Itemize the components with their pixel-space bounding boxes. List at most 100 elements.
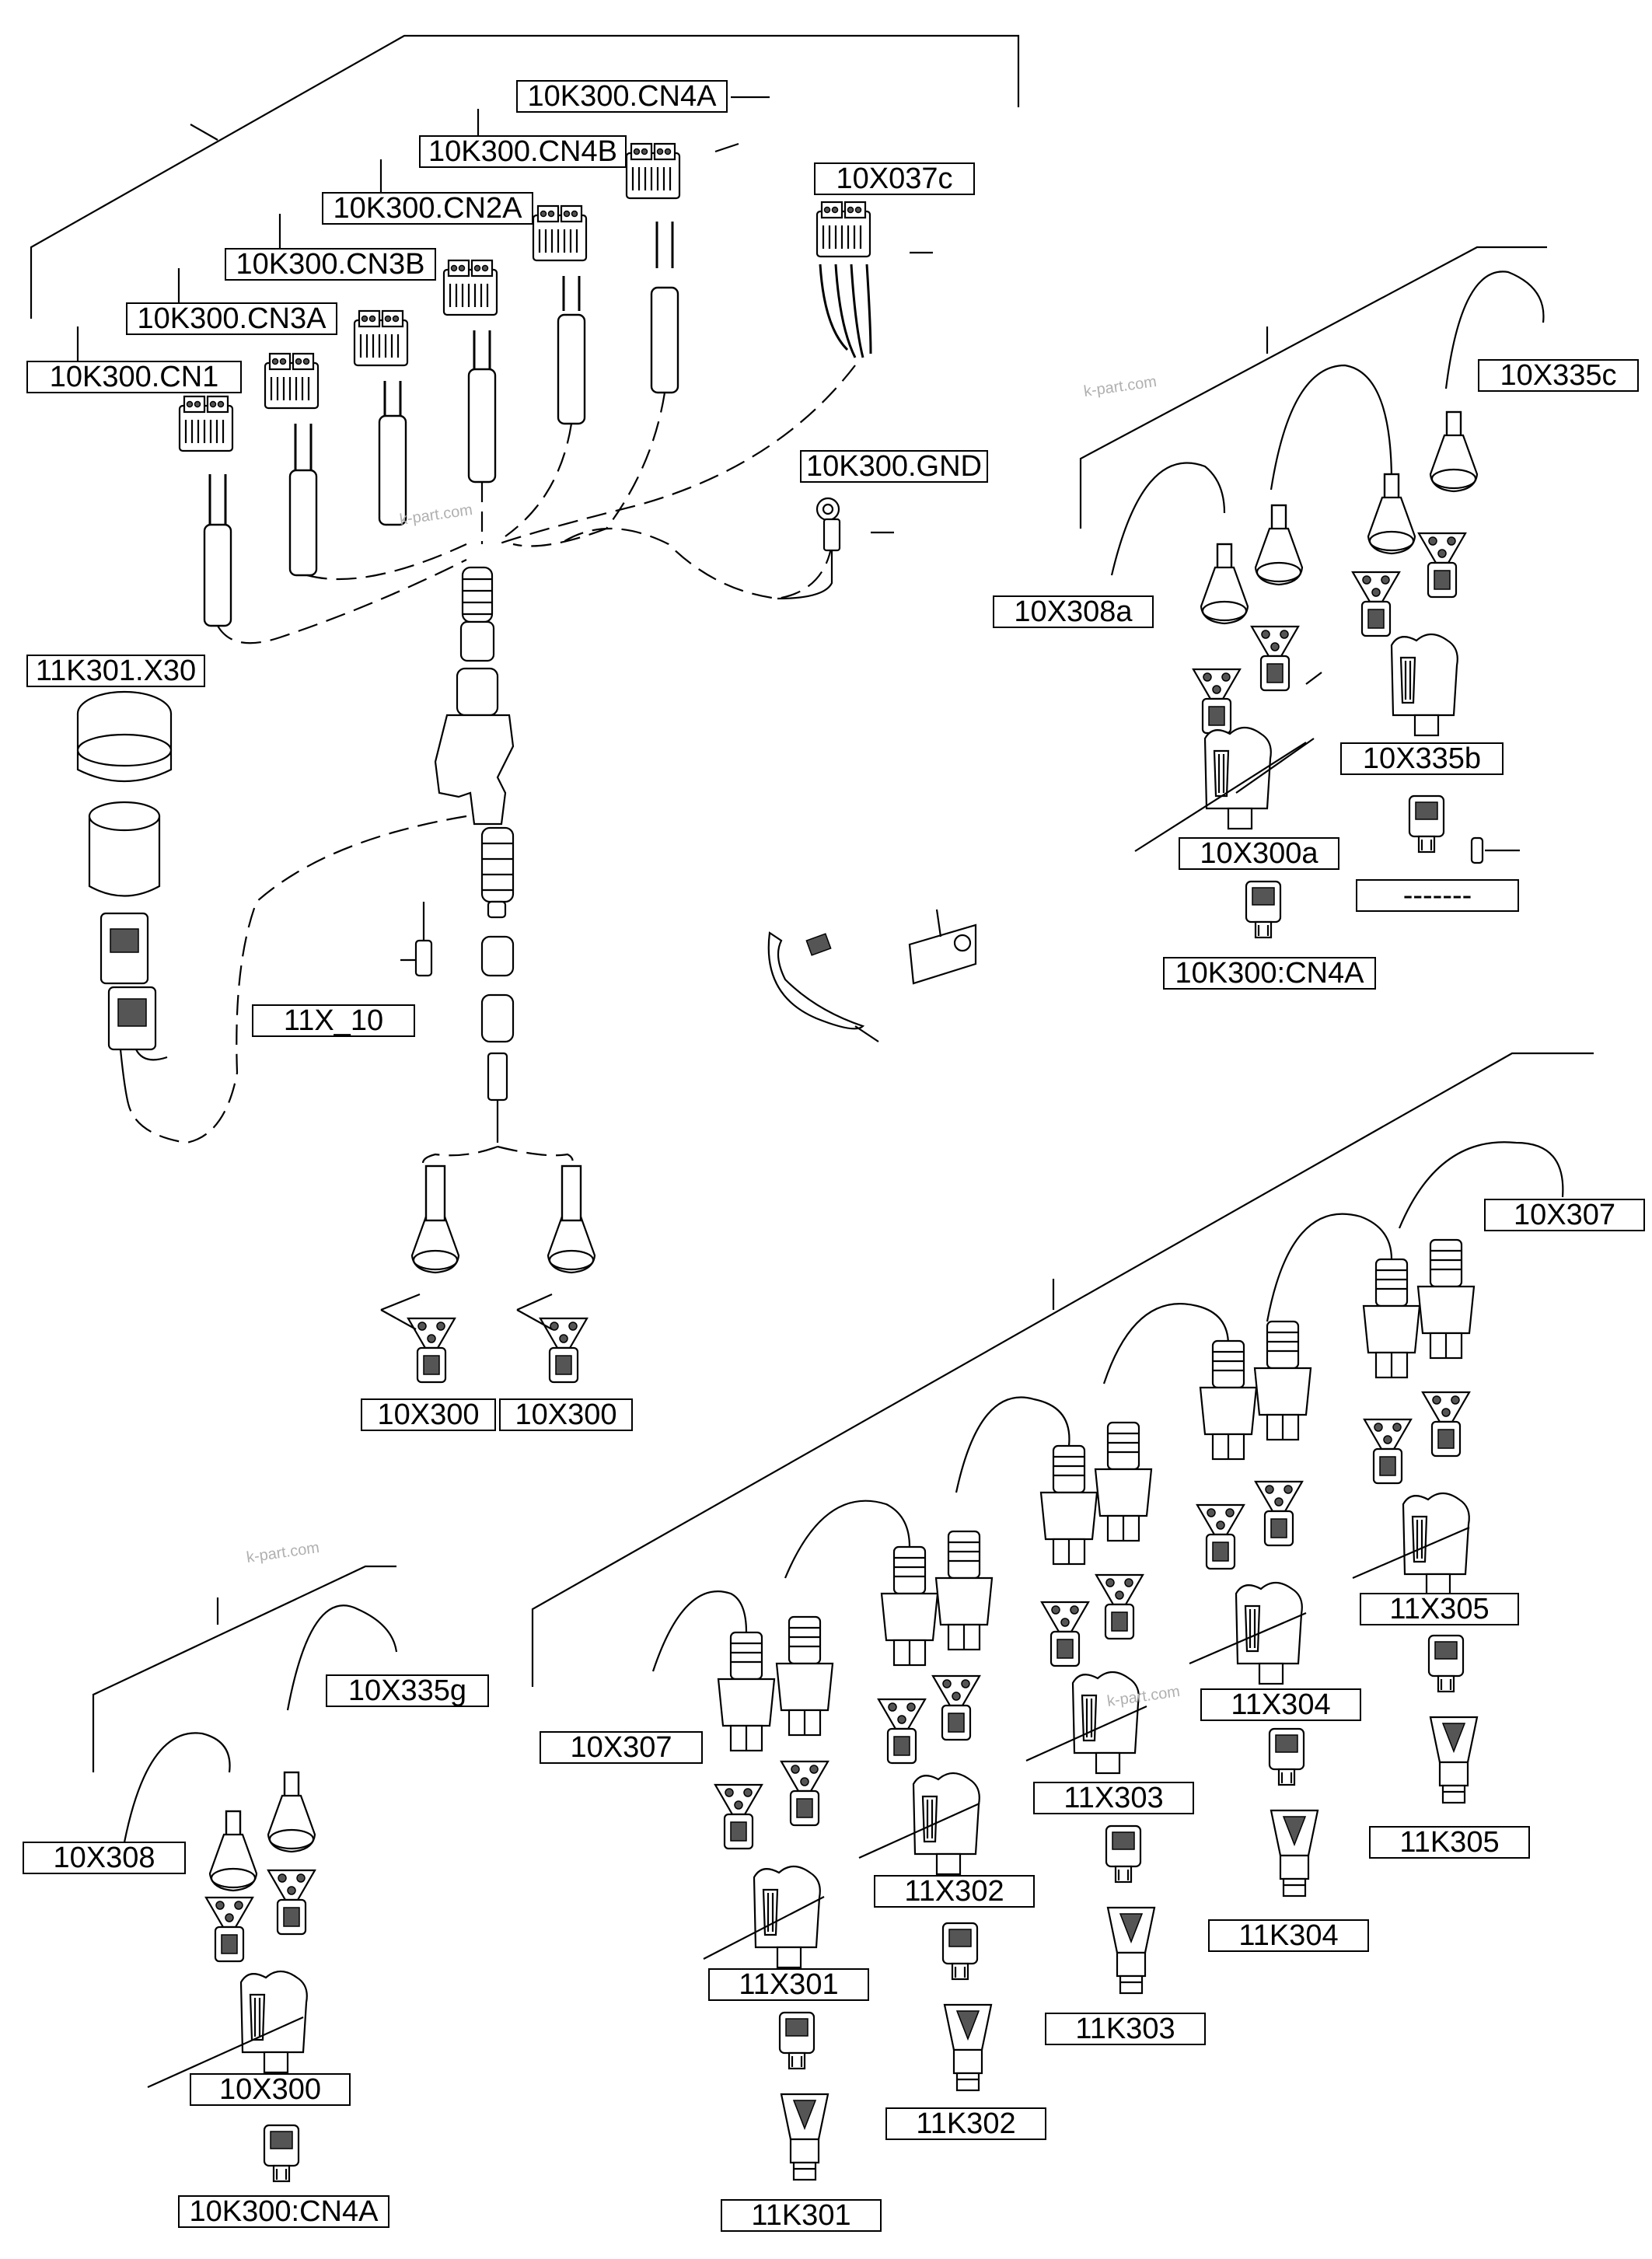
label-text: 10X037c xyxy=(836,162,952,195)
leader-lines xyxy=(76,96,933,534)
label-box xyxy=(326,1674,489,1707)
label-x308: 10X308 xyxy=(23,1842,186,1874)
label-k300-cn4a-bottom: 10K300:CN4A xyxy=(178,2195,389,2228)
label-x300-bottom: 10X300 xyxy=(190,2073,351,2106)
label-text: 10K300.GND xyxy=(806,450,982,483)
housing-11x301 xyxy=(753,1865,821,1969)
label-text: 10K300.CN3A xyxy=(138,302,327,335)
label-text: 10K300.CN3B xyxy=(236,248,425,281)
connector-cn3a xyxy=(264,352,320,410)
label-text: 10X300 xyxy=(377,1398,479,1431)
label-x335b: 10X335b xyxy=(1340,742,1504,775)
label-k302: 11K302 xyxy=(885,2107,1046,2140)
label-dashes: ------- xyxy=(1356,879,1519,912)
triplug-b9 xyxy=(1363,1418,1413,1485)
connector-x037c xyxy=(816,201,871,258)
watermarks: k-part.com k-part.com k-part.com k-part.… xyxy=(246,373,1182,1710)
label-text: 10K300.CN4B xyxy=(428,135,617,168)
plug-10x300-b xyxy=(539,1317,589,1384)
triplug-b1 xyxy=(714,1783,763,1850)
right-bottom-group xyxy=(531,1052,1594,2181)
label-box xyxy=(225,248,436,281)
label-k300-gnd: 10K300.GND xyxy=(800,450,988,483)
label-text: 10X300 xyxy=(219,2073,321,2106)
label-x305: 11X305 xyxy=(1360,1593,1519,1625)
label-box xyxy=(190,2073,351,2106)
label-text: 11X_10 xyxy=(284,1004,383,1037)
housing-10x300a xyxy=(1203,726,1272,830)
label-text: 10X300 xyxy=(515,1398,616,1431)
label-box xyxy=(1033,1782,1194,1814)
label-k300-cn1: 10K300.CN1 xyxy=(26,361,242,393)
label-k301: 11K301 xyxy=(721,2199,882,2232)
label-text: 10X300a xyxy=(1200,837,1318,870)
label-x300a: 10X300a xyxy=(1179,837,1339,870)
main-harness-bracket xyxy=(30,34,1020,319)
label-x308a: 10X308a xyxy=(993,595,1154,628)
label-box xyxy=(361,1398,496,1431)
sensor-11k305 xyxy=(1429,1716,1479,1804)
label-box xyxy=(322,192,533,225)
label-k300-cn3a: 10K300.CN3A xyxy=(126,302,337,335)
label-k304: 11K304 xyxy=(1208,1919,1369,1952)
label-text: 10X335b xyxy=(1363,742,1481,775)
bellplug-right-1 xyxy=(1200,543,1249,625)
triplug-b7 xyxy=(1196,1503,1245,1570)
plug-11x305 xyxy=(1427,1634,1465,1693)
label-text: 11K302 xyxy=(916,2107,1015,2140)
label-k303: 11K303 xyxy=(1045,2013,1206,2045)
part-labels: 10K300.CN4A 10K300.CN4B 10K300.CN2A 10K300.… xyxy=(23,80,1645,2232)
label-x300-b: 10X300 xyxy=(499,1398,633,1431)
label-box xyxy=(516,80,728,113)
adapter-7 xyxy=(1199,1339,1258,1461)
triplug-b10 xyxy=(1421,1391,1471,1458)
plug-10x335b xyxy=(1408,794,1445,854)
label-text: 11K301.X30 xyxy=(36,655,196,687)
right-top-group xyxy=(1079,246,1547,939)
label-text: 11K304 xyxy=(1238,1919,1338,1952)
plug-11x301 xyxy=(778,2011,816,2070)
label-text: 10K300:CN4A xyxy=(190,2195,379,2228)
label-text: 11K301 xyxy=(751,2199,850,2232)
label-k300-cn2a: 10K300.CN2A xyxy=(322,192,533,225)
label-text: 11K305 xyxy=(1399,1826,1499,1859)
bellplug-10x335g xyxy=(267,1771,316,1853)
cable-tie xyxy=(767,931,865,1030)
bellplug-10x308 xyxy=(208,1810,258,1892)
label-box xyxy=(540,1731,703,1764)
label-text: 10K300.CN4A xyxy=(528,80,718,113)
adapter-1 xyxy=(717,1631,776,1752)
main-harness-group xyxy=(30,34,1020,1384)
triplug-b4 xyxy=(931,1674,981,1741)
label-box xyxy=(26,655,205,687)
label-box xyxy=(1179,837,1339,870)
adapter-2 xyxy=(775,1615,834,1737)
housing-10x335b xyxy=(1390,633,1458,737)
label-box xyxy=(1208,1919,1369,1952)
label-text: 11K303 xyxy=(1075,2013,1175,2045)
triplug-b8 xyxy=(1254,1480,1304,1547)
label-x-10: 11X_10 xyxy=(252,1004,415,1037)
label-k300-cn4a-right: 10K300:CN4A xyxy=(1163,957,1376,990)
label-box xyxy=(23,1842,186,1874)
sensor-11k304 xyxy=(1270,1809,1319,1898)
label-text: 10X335c xyxy=(1500,359,1616,392)
label-box xyxy=(1369,1826,1530,1859)
watermark-3: k-part.com xyxy=(246,1539,321,1566)
adapter-5 xyxy=(1039,1444,1098,1566)
label-text: 10X307 xyxy=(570,1731,672,1764)
label-x301: 11X301 xyxy=(708,1968,869,2001)
bracket-tick xyxy=(190,124,218,141)
plug-11x303 xyxy=(1105,1824,1142,1884)
label-text: 11X304 xyxy=(1231,1688,1330,1721)
label-box xyxy=(874,1875,1035,1908)
triplug-b2 xyxy=(780,1760,829,1827)
label-box xyxy=(1163,957,1376,990)
label-box xyxy=(1356,879,1519,912)
label-x303: 11X303 xyxy=(1033,1782,1194,1814)
bellplug-right-2 xyxy=(1254,504,1304,586)
adapter-9 xyxy=(1362,1258,1421,1379)
triplug-right-3 xyxy=(1351,571,1401,637)
triplug-right-1 xyxy=(1192,668,1242,735)
label-x307-right: 10X307 xyxy=(1484,1199,1645,1231)
